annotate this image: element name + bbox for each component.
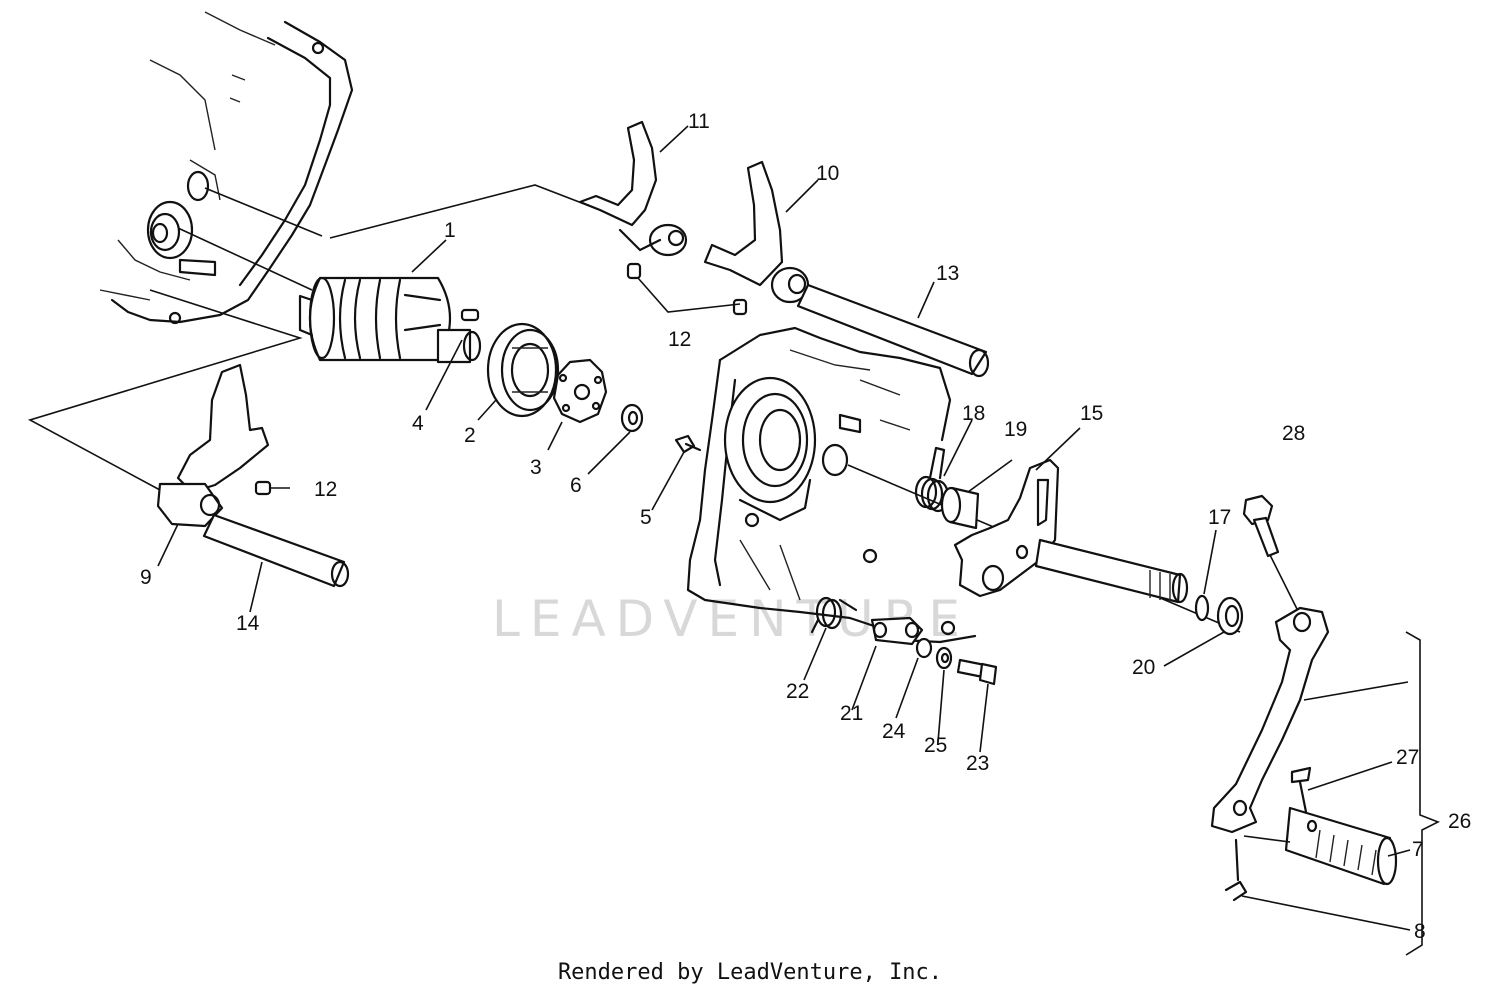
callout-3: 3 (530, 456, 542, 479)
leader-lines (157, 125, 1411, 931)
spring-22 (810, 596, 858, 634)
callout-1: 1 (444, 219, 456, 242)
callout-25: 25 (924, 734, 947, 757)
callout-21: 21 (840, 702, 863, 725)
shift-drum (298, 276, 482, 364)
pin-4 (460, 308, 480, 322)
callout-22: 22 (786, 680, 809, 703)
shift-fork-10 (703, 160, 810, 316)
callout-9: 9 (140, 566, 152, 589)
callout-27: 27 (1396, 746, 1419, 769)
right-crankcase-half (686, 326, 977, 644)
callout-10: 10 (816, 162, 839, 185)
bolt-23 (956, 658, 998, 686)
cotter-pin-8 (1224, 838, 1248, 902)
callout-7: 7 (1412, 838, 1424, 861)
callout-12a: 12 (668, 328, 691, 351)
callout-12b: 12 (314, 478, 337, 501)
shift-cam (552, 358, 608, 424)
pin-27 (1290, 766, 1312, 814)
callout-13: 13 (936, 262, 959, 285)
callout-5: 5 (640, 506, 652, 529)
fork-shaft-14 (202, 513, 350, 588)
shift-fork-9 (156, 363, 272, 528)
washer-25 (935, 646, 953, 670)
collar-19 (940, 486, 980, 530)
shift-shaft-15 (953, 458, 1189, 604)
callout-26: 26 (1448, 810, 1471, 833)
seal-20 (1216, 596, 1244, 636)
callout-11: 11 (688, 110, 710, 133)
callout-28: 28 (1282, 422, 1305, 445)
callout-17: 17 (1208, 506, 1231, 529)
stopper-lever-21 (870, 616, 924, 646)
callout-4: 4 (412, 412, 424, 435)
callout-6: 6 (570, 474, 582, 497)
screw-5 (674, 434, 702, 454)
callout-23: 23 (966, 752, 989, 775)
callout-20: 20 (1132, 656, 1155, 679)
callout-24: 24 (882, 720, 906, 743)
callout-2: 2 (464, 424, 476, 447)
shift-pedal-26 (1210, 606, 1330, 834)
callout-19: 19 (1004, 418, 1027, 441)
callout-15: 15 (1080, 402, 1103, 425)
callout-labels: 1 2 3 4 5 6 7 8 9 10 11 12 12 13 14 15 1… (140, 110, 1471, 943)
shift-fork-11 (578, 120, 688, 280)
fork-shaft-13 (796, 283, 990, 378)
alignment-lines (27, 184, 601, 491)
bearing (486, 322, 560, 418)
shift-peg-7 (1284, 806, 1398, 886)
collar-24 (915, 637, 933, 659)
callout-8: 8 (1414, 920, 1426, 943)
callout-18: 18 (962, 402, 985, 425)
render-credit: Rendered by LeadVenture, Inc. (557, 960, 943, 985)
left-crankcase-half (99, 11, 354, 325)
bolt-28 (1242, 494, 1301, 616)
washer-6 (620, 403, 644, 433)
washer-17 (1194, 594, 1210, 622)
callout-14: 14 (236, 612, 260, 635)
assembly-bracket-26 (1405, 631, 1440, 956)
